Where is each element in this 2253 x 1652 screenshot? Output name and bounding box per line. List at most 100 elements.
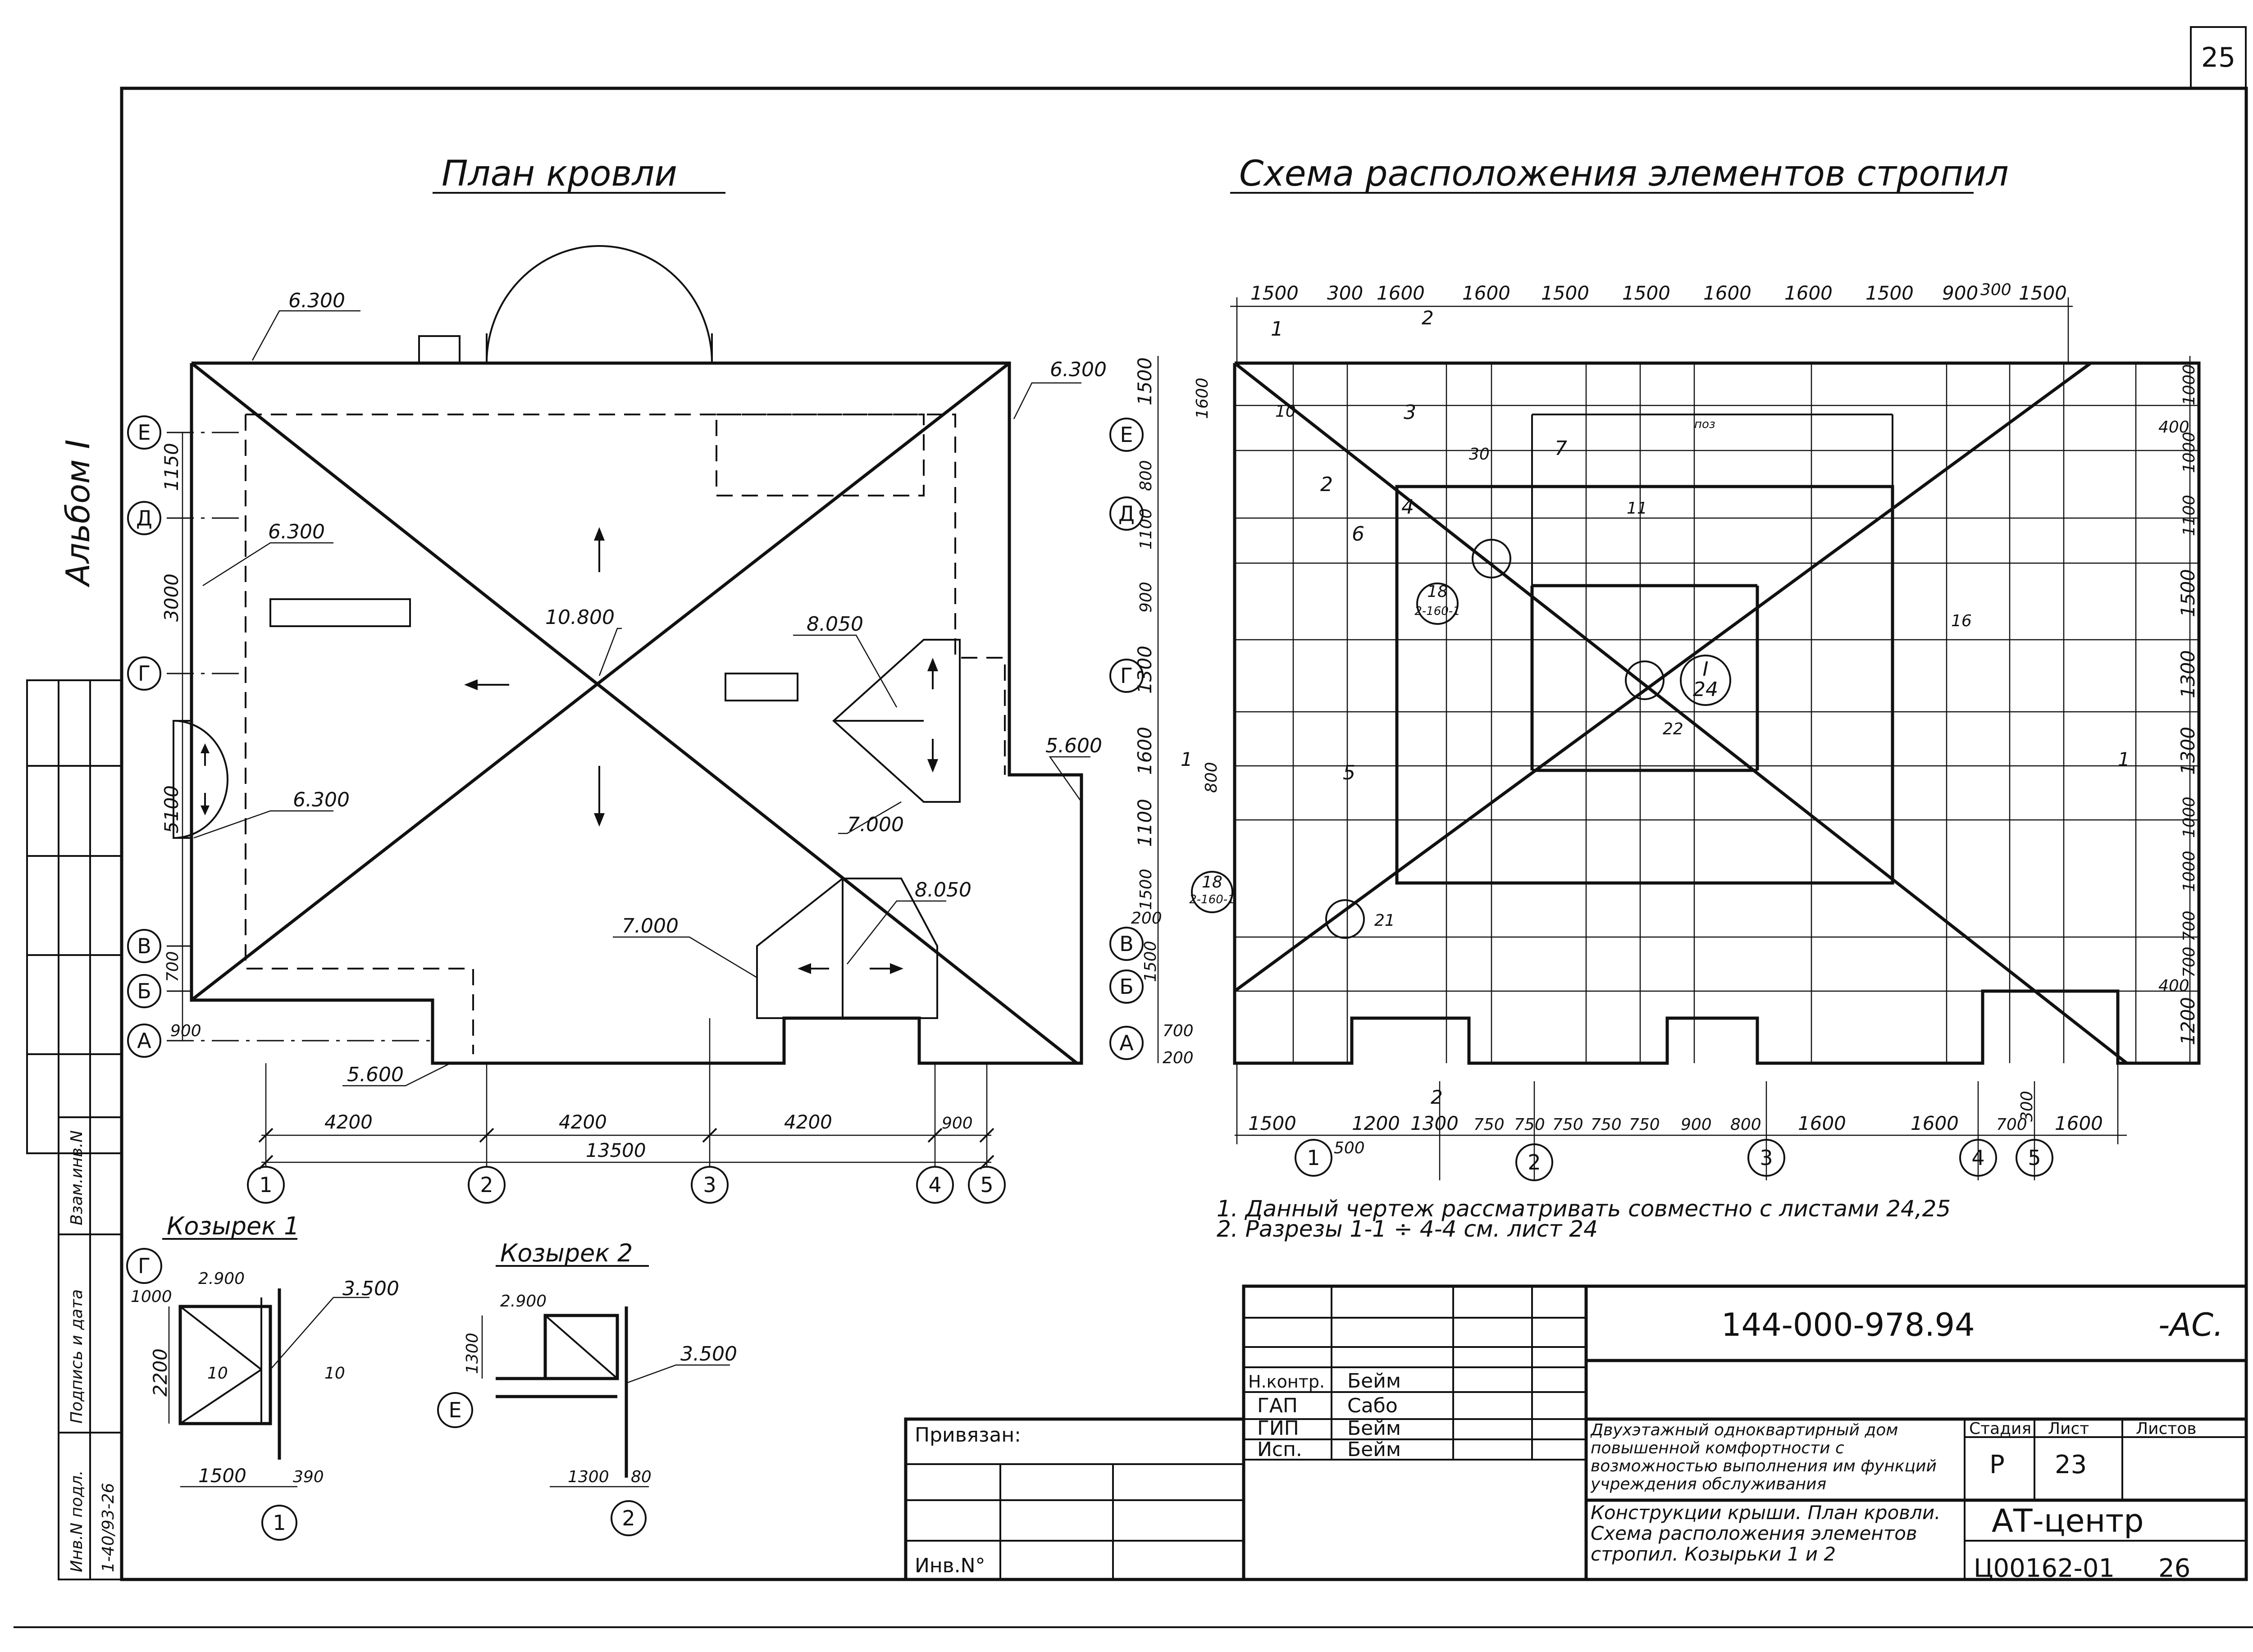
rp-axis-D: Д <box>136 506 152 530</box>
rs-right-dim-7: 1300 <box>2177 727 2199 775</box>
canopy2-dim-4: 1300 <box>568 1468 609 1486</box>
canopy2-axis-row: Е <box>448 1398 461 1422</box>
pos-10: 10 <box>1275 402 1296 421</box>
canopy1-dim-5: 1500 <box>198 1465 246 1487</box>
canopy2-drawing <box>437 1306 730 1536</box>
rs-axis-D: Д <box>1118 501 1135 526</box>
pos-7: 7 <box>1555 437 1567 460</box>
rp-axis-A: А <box>137 1029 151 1053</box>
callout-2160-b: 2-160-1 <box>1189 893 1235 906</box>
org-name: АТ-центр <box>1992 1502 2144 1539</box>
pos-poz: поз <box>1694 418 1715 431</box>
rs-top-dim-7: 1600 <box>1703 282 1751 304</box>
sheet-title: Конструкции крыши. План кровли. Схема ра… <box>1591 1502 1941 1565</box>
sheet-frame <box>14 26 2253 1628</box>
rs-col-axis-4: 4 <box>1971 1146 1984 1170</box>
rp-coldim-4: 900 <box>942 1114 973 1133</box>
roof-plan <box>167 245 1090 1167</box>
elev-6: 5.600 <box>1045 734 1102 757</box>
canopy2-dim-3: 3.500 <box>680 1343 737 1365</box>
rs-top-dim-6: 1500 <box>1622 282 1670 304</box>
rp-rowdim-2: 3000 <box>160 573 182 622</box>
callout-I: I <box>1703 658 1709 681</box>
pos-16: 16 <box>1951 612 1972 630</box>
strip-label-replace: Взам.инв.N <box>68 1130 86 1225</box>
rs-left-dim-4: 1100 <box>1137 508 1155 550</box>
rs-top-dim-4: 1600 <box>1462 282 1510 304</box>
rs-top-dim-1: 1500 <box>1250 282 1299 304</box>
pos-4: 4 <box>1401 496 1414 519</box>
rp-coldim-1: 4200 <box>324 1111 373 1133</box>
name-1: Бейм <box>1347 1370 1401 1393</box>
rs-left-dim-9: 1100 <box>1134 799 1156 847</box>
rs-axis-G: Г <box>1120 664 1133 688</box>
strip-label-sign: Подпись и дата <box>68 1289 86 1424</box>
elev-3: 6.300 <box>268 520 325 543</box>
rs-bot-dim-7: 750 <box>1552 1115 1583 1134</box>
rs-bot-dim-15: 300 <box>2018 1091 2036 1122</box>
rs-top-dim-9: 1500 <box>1865 282 1914 304</box>
callout-24: 24 <box>1693 678 1718 701</box>
rp-axis-E: Е <box>137 420 151 445</box>
rp-col-axis-1: 1 <box>259 1173 272 1197</box>
rs-axis-A: А <box>1119 1031 1134 1055</box>
rs-bot-dim-3: 1200 <box>1352 1112 1400 1134</box>
canopy1-mark-2: 10 <box>324 1364 345 1383</box>
rp-col-axis-4: 4 <box>928 1173 941 1197</box>
rs-top-dim-5: 1500 <box>1541 282 1589 304</box>
sheets-label: Листов <box>2136 1420 2196 1438</box>
role-1: Н.контр. <box>1248 1372 1325 1392</box>
rs-top-dim-2: 300 <box>1327 282 1363 304</box>
rs-left-dim-10: 1500 <box>1137 869 1155 910</box>
name-4: Бейм <box>1347 1438 1401 1461</box>
rs-right-dim-12: 400 <box>2158 977 2189 995</box>
elev-8: 8.050 <box>915 878 971 901</box>
rs-bot-dim-14: 700 <box>1996 1115 2027 1134</box>
album-label: Альбом I <box>59 439 97 587</box>
rp-axis-B: Б <box>137 979 151 1003</box>
canopy1-drawing <box>126 1248 369 1541</box>
rp-rowdim-1: 1150 <box>160 443 182 491</box>
rs-left-dim-14: 200 <box>1163 1049 1194 1067</box>
rp-total-dim: 13500 <box>586 1139 646 1161</box>
rp-coldim-2: 4200 <box>559 1111 607 1133</box>
rs-bot-dim-1: 1500 <box>1248 1112 1296 1134</box>
name-3: Бейм <box>1347 1417 1401 1440</box>
note-1: 1. Данный чертеж рассматривать совместно… <box>1217 1196 1951 1222</box>
section-mark-1-left: 1 <box>1181 748 1193 770</box>
section-mark-2-bot: 2 <box>1431 1086 1443 1108</box>
rafter-top-dims <box>1230 297 2073 363</box>
elev-7: 7.000 <box>847 813 904 836</box>
note-2: 2. Разрезы 1-1 ÷ 4-4 см. лист 24 <box>1217 1216 1598 1242</box>
rs-right-dim-3: 1000 <box>2180 432 2198 473</box>
rp-coldim-3: 4200 <box>784 1111 832 1133</box>
rp-col-axis-5: 5 <box>980 1173 993 1197</box>
sheet-no-value: 23 <box>2055 1450 2087 1479</box>
stage-value: Р <box>1989 1450 2005 1479</box>
rs-left-dim-5: 900 <box>1137 582 1155 613</box>
rs-left-dim-13: 700 <box>1163 1022 1194 1040</box>
rs-bot-dim-13: 1600 <box>1911 1112 1959 1134</box>
section-mark-1-right: 1 <box>2118 748 2130 770</box>
rs-col-axis-1: 1 <box>1307 1146 1320 1170</box>
elev-5: 8.050 <box>807 613 863 636</box>
role-4: Исп. <box>1257 1438 1302 1461</box>
title-block <box>904 1284 2248 1581</box>
rs-right-dim-4: 1100 <box>2180 495 2198 536</box>
rs-top-dim-3: 1600 <box>1377 282 1425 304</box>
strip-inv-value: 1-40/93-26 <box>99 1483 118 1572</box>
roof-plan-col-dims <box>247 1128 1006 1204</box>
sheet-label: Лист <box>2048 1420 2089 1438</box>
rs-bot-dim-11: 800 <box>1730 1115 1761 1134</box>
pos-5: 5 <box>1343 761 1355 784</box>
sheet-number: 25 <box>2201 42 2235 73</box>
rs-bot-dim-12: 1600 <box>1798 1112 1846 1134</box>
rs-bot-dim-6: 750 <box>1514 1115 1545 1134</box>
rafter-scheme <box>1191 361 2201 1065</box>
rs-col-axis-2: 2 <box>1528 1150 1541 1174</box>
doc-code: 144-000-978.94 <box>1721 1306 1975 1343</box>
canopy1-axis-col: 1 <box>273 1511 286 1535</box>
rs-col-axis-3: 3 <box>1760 1146 1773 1170</box>
